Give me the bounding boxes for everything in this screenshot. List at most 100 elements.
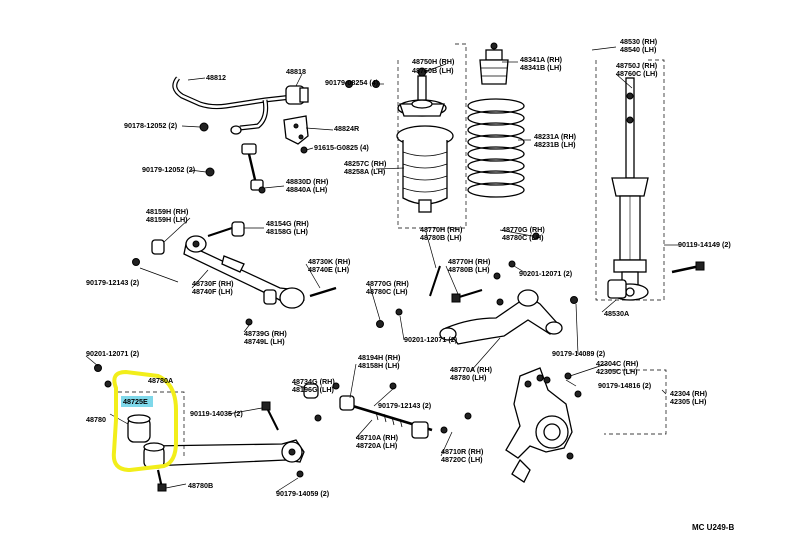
- part-label: 48710R (RH): [441, 447, 484, 456]
- part-label: 48540 (LH): [620, 45, 657, 54]
- part-label: 48760B (LH): [412, 66, 454, 75]
- part-label: 48159H (LH): [146, 215, 188, 224]
- part-label: 48739G (RH): [244, 329, 287, 338]
- part-label: 48770A (RH): [450, 365, 493, 374]
- part-number-highlight: [121, 396, 153, 407]
- assembly-outline-center: [397, 43, 467, 229]
- upper-control-arm: [439, 289, 563, 345]
- highlight-circle: [111, 369, 178, 473]
- lateral-arm-bushing: [151, 221, 277, 305]
- part-label: 90179-14816 (2): [598, 381, 652, 390]
- part-label: 48770H (RH): [420, 225, 463, 234]
- part-label: 90178-12052 (2): [124, 121, 178, 130]
- part-label: 48812: [206, 73, 226, 82]
- part-label: 48231A (RH): [534, 132, 577, 141]
- part-label: 48154G (RH): [266, 219, 309, 228]
- part-label: 90201-12071 (2): [86, 349, 140, 358]
- part-label: 48341B (LH): [520, 63, 562, 72]
- part-label: 48770H (RH): [448, 257, 491, 266]
- lateral-arm: [183, 235, 305, 309]
- part-label: 48770G (RH): [502, 225, 545, 234]
- part-label: 48750J (RH): [616, 61, 658, 70]
- part-label: 48780A: [148, 376, 173, 385]
- part-label: 42305C (LH): [596, 367, 638, 376]
- part-label: 48780C (LH): [366, 287, 408, 296]
- part-label: 90201-12071 (2): [404, 335, 458, 344]
- part-label: 90179-14089 (2): [552, 349, 606, 358]
- part-label: 48734G (RH): [292, 377, 335, 386]
- part-label: 48818: [286, 67, 306, 76]
- part-label: 90201-12071 (2): [519, 269, 573, 278]
- lower-suspension-arm: [149, 439, 305, 467]
- part-label: 42304 (RH): [670, 389, 708, 398]
- lower-arm-bolts: [94, 364, 304, 492]
- part-label: 90179-14059 (2): [276, 489, 330, 498]
- part-label: 48780B: [188, 481, 213, 490]
- part-label: 90179-12052 (2): [142, 165, 196, 174]
- part-label: 90119-14149 (2): [678, 240, 731, 249]
- strut-mount: [397, 67, 447, 117]
- shock-bolt: [671, 261, 705, 274]
- part-label: 48158G (LH): [266, 227, 309, 236]
- toe-control-rod: [339, 395, 433, 439]
- shock-lower-bushing: [607, 279, 627, 299]
- part-label: 90179-12143 (2): [378, 401, 432, 410]
- part-label: 48710A (RH): [356, 433, 399, 442]
- part-label: 48720C (LH): [441, 455, 483, 464]
- shock-absorber: [611, 77, 649, 301]
- axle-carrier: [505, 367, 573, 483]
- part-label: 48780B (LH): [420, 233, 462, 242]
- upper-arm-bolts: [376, 232, 578, 328]
- part-label: 48196G (LH): [292, 385, 335, 394]
- part-label: 48530A: [604, 309, 629, 318]
- part-label: 48341A (RH): [520, 55, 563, 64]
- part-label: 91615-G0825 (4): [314, 143, 369, 152]
- part-label: 48158H (LH): [358, 361, 400, 370]
- leader-lines: [85, 46, 680, 493]
- part-label: 48194H (RH): [358, 353, 401, 362]
- diagram-code: MC U249-B: [692, 523, 734, 532]
- assembly-outline-right: [595, 59, 665, 301]
- bump-stopper: [479, 42, 509, 85]
- part-label: 48740E (LH): [308, 265, 350, 274]
- part-label: 48530 (RH): [620, 37, 658, 46]
- part-label: 48780 (LH): [450, 373, 487, 382]
- assembly-outline-hub: [604, 369, 667, 435]
- part-label: 48760C (LH): [616, 69, 658, 78]
- part-label: 90179-08254 (4): [325, 78, 379, 87]
- part-label: 48258A (LH): [344, 167, 386, 176]
- part-label: 48780B (LH): [448, 265, 490, 274]
- highlighted-part-label: 48725E: [123, 397, 148, 406]
- part-label: 48840A (LH): [286, 185, 328, 194]
- part-label: 42304C (RH): [596, 359, 639, 368]
- part-label: 48749L (LH): [244, 337, 285, 346]
- lower-arm-bushing: [127, 414, 165, 469]
- part-label: 48780C (LH): [502, 233, 544, 242]
- part-label: 90119-14035 (2): [190, 409, 243, 418]
- part-label: 48159H (RH): [146, 207, 189, 216]
- part-label: 42305 (LH): [670, 397, 707, 406]
- part-label: 48770G (RH): [366, 279, 409, 288]
- part-label: 48780: [86, 415, 106, 424]
- part-label: 48830D (RH): [286, 177, 329, 186]
- part-label: 48730F (RH): [192, 279, 234, 288]
- stabilizer-bar: [172, 76, 301, 135]
- part-label: 48720A (LH): [356, 441, 398, 450]
- part-label: 48231B (LH): [534, 140, 576, 149]
- adjust-bolt: [132, 227, 337, 326]
- assembly-outline-lower-arm: [118, 391, 185, 456]
- dust-boot: [396, 125, 454, 213]
- part-label: 48824R: [334, 124, 360, 133]
- coil-spring: [467, 98, 525, 198]
- part-label: 48730K (RH): [308, 257, 351, 266]
- part-label: 48750H (RH): [412, 57, 455, 66]
- part-labels: 48812 48818 90179-08254 (4) 48750H (RH) …: [86, 37, 731, 498]
- stabilizer-bracket-bushing: [283, 85, 309, 145]
- toe-rod-bolts: [261, 382, 472, 434]
- stabilizer-link: [241, 143, 266, 194]
- part-label: 90179-12143 (2): [86, 278, 140, 287]
- part-label: 48740F (LH): [192, 287, 233, 296]
- part-label: 48257C (RH): [344, 159, 387, 168]
